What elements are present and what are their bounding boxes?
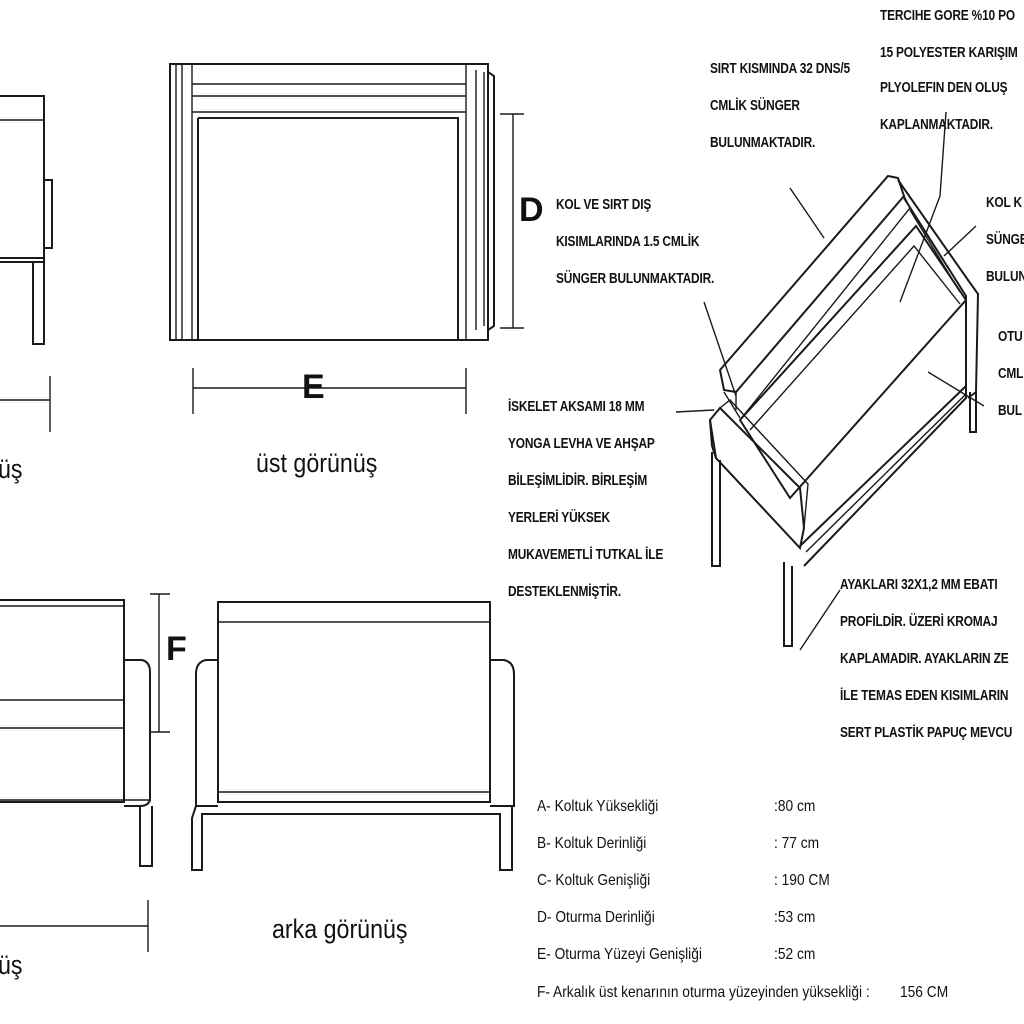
yatak-note-line: TERCIHE GORE %10 PO — [880, 8, 1015, 24]
spec-value: :53 cm — [774, 909, 816, 926]
yatak-note-line: KAPLANMAKTADIR. — [880, 117, 993, 133]
back-view-drawing — [191, 601, 515, 871]
oturum-note-line: OTU — [998, 329, 1023, 345]
ayak-note-line: SERT PLASTİK PAPUÇ MEVCU — [840, 725, 1013, 741]
sirt-note: SIRT KISMINDA 32 DNS/5 CMLİK SÜNGER BULU… — [710, 62, 850, 173]
spec-value: : 77 cm — [774, 835, 820, 852]
spec-label: F- Arkalık üst kenarının oturma yüzeyind… — [537, 984, 870, 1001]
spec-value: :52 cm — [774, 946, 816, 963]
back-view-label: arka görünüş — [272, 914, 408, 944]
iskelet-note-line: BİLEŞİMLİDİR. BİRLEŞİM — [508, 473, 648, 489]
dimension-e-label: E — [302, 368, 325, 406]
spec-label: D- Oturma Derinliği — [537, 909, 655, 926]
kol-sirt-note: KOL VE SIRT DIŞ KISIMLARINDA 1.5 CMLİK S… — [556, 198, 714, 309]
kol-sirt-note-line: KOL VE SIRT DIŞ — [556, 197, 652, 213]
spec-value: :80 cm — [774, 798, 816, 815]
yatak-note: TERCIHE GORE %10 PO 15 POLYESTER KARIŞIM… — [880, 9, 1018, 155]
dimension-f-label: F — [166, 630, 187, 668]
iskelet-note-line: MUKAVEMETLİ TUTKAL İLE — [508, 547, 664, 563]
top-view-label: üst görünüş — [256, 448, 378, 478]
ayak-note-line: AYAKLARI 32X1,2 MM EBATI — [840, 577, 998, 593]
ayak-note: AYAKLARI 32X1,2 MM EBATI PROFİLDİR. ÜZER… — [840, 578, 1012, 763]
iskelet-note-line: İSKELET AKSAMI 18 MM — [508, 399, 645, 415]
oturum-note-line: CML — [998, 366, 1024, 382]
spec-value: : 190 CM — [774, 872, 830, 889]
sirt-note-line: SIRT KISMINDA 32 DNS/5 — [710, 61, 850, 77]
oturum-note: OTU CML BUL — [998, 330, 1023, 441]
kol-sirt-note-line: SÜNGER BULUNMAKTADIR. — [556, 271, 715, 287]
ayak-note-line: PROFİLDİR. ÜZERİ KROMAJ — [840, 614, 998, 630]
side-view-drawing — [0, 95, 53, 432]
sirt-note-line: BULUNMAKTADIR. — [710, 135, 816, 151]
yatak-note-line: PLYOLEFIN DEN OLUŞ — [880, 80, 1008, 96]
kol-note: KOL K SÜNGE BULUN — [986, 196, 1024, 307]
isometric-sofa-drawing — [675, 111, 985, 651]
iskelet-note-line: YERLERİ YÜKSEK — [508, 510, 610, 526]
spec-label: C- Koltuk Genişliği — [537, 872, 651, 889]
side-view-label: üş — [0, 454, 23, 484]
iskelet-note-line: DESTEKLENMİŞTİR. — [508, 584, 621, 600]
iskelet-note: İSKELET AKSAMI 18 MM YONGA LEVHA VE AHŞA… — [508, 400, 663, 622]
spec-label: E- Oturma Yüzeyi Genişliği — [537, 946, 702, 963]
ayak-note-line: KAPLAMADIR. AYAKLARIN ZE — [840, 651, 1009, 667]
kol-note-line: SÜNGE — [986, 232, 1024, 248]
iskelet-note-line: YONGA LEVHA VE AHŞAP — [508, 436, 655, 452]
front-view-drawing — [0, 593, 170, 952]
spec-label: A- Koltuk Yüksekliği — [537, 798, 659, 815]
kol-note-line: KOL K — [986, 195, 1022, 211]
sirt-note-line: CMLİK SÜNGER — [710, 98, 800, 114]
spec-value: 156 CM — [900, 984, 949, 1001]
ayak-note-line: İLE TEMAS EDEN KISIMLARIN — [840, 688, 1009, 704]
dimension-d-label: D — [519, 191, 544, 229]
front-view-label: üş — [0, 950, 23, 980]
yatak-note-line: 15 POLYESTER KARIŞIM — [880, 45, 1018, 61]
top-view-drawing — [169, 63, 524, 414]
oturum-note-line: BUL — [998, 403, 1022, 419]
spec-label: B- Koltuk Derinliği — [537, 835, 647, 852]
kol-note-line: BULUN — [986, 269, 1024, 285]
kol-sirt-note-line: KISIMLARINDA 1.5 CMLİK — [556, 234, 700, 250]
